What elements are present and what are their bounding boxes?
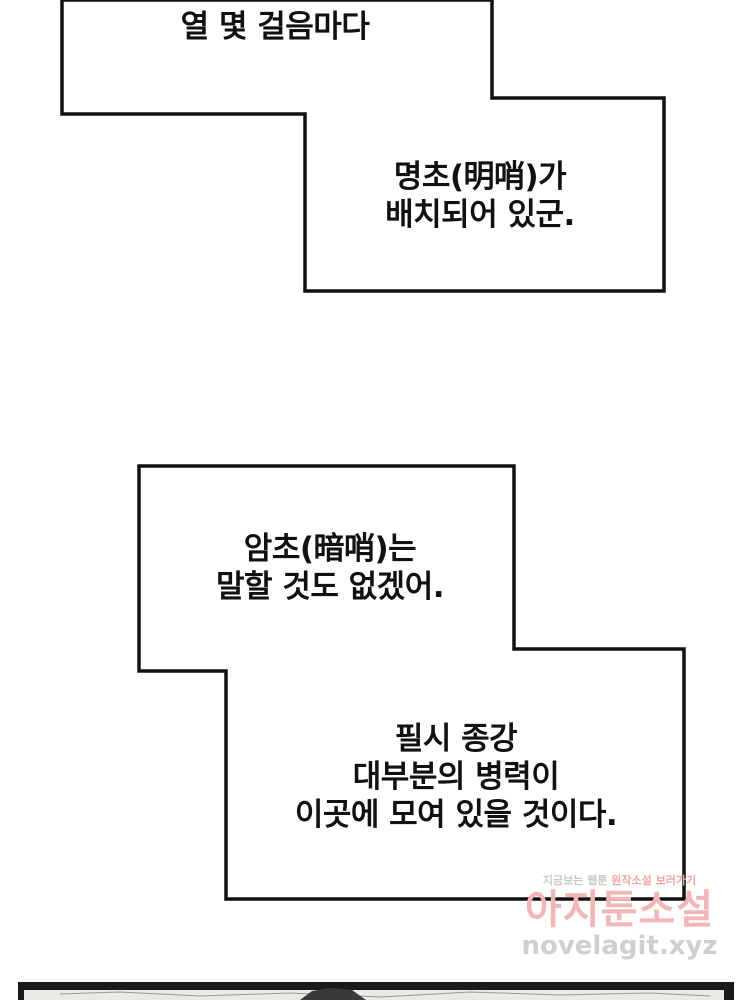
caption-line: 배치되어 있군. [385, 197, 575, 233]
caption-top-fragment: 열 몇 걸음마다 [130, 8, 420, 46]
caption-line: 대부분의 병력이 [352, 759, 560, 795]
speech-box-bottom [137, 464, 686, 901]
speech-box-top [60, 0, 666, 293]
caption-line: 열 몇 걸음마다 [180, 9, 370, 45]
caption-line: 명초(明哨)가 [393, 159, 567, 195]
caption-myeongcho: 명초(明哨)가 배치되어 있군. [330, 158, 630, 234]
caption-line: 말할 것도 없겠어. [215, 569, 445, 605]
caption-pilsi: 필시 종강 대부분의 병력이 이곳에 모여 있을 것이다. [236, 720, 676, 834]
caption-line: 이곳에 모여 있을 것이다. [294, 797, 618, 833]
next-panel-edge [18, 982, 734, 1000]
caption-amcho: 암초(暗哨)는 말할 것도 없겠어. [160, 530, 500, 606]
caption-line: 필시 종강 [394, 721, 518, 757]
caption-line: 암초(暗哨)는 [243, 531, 417, 567]
